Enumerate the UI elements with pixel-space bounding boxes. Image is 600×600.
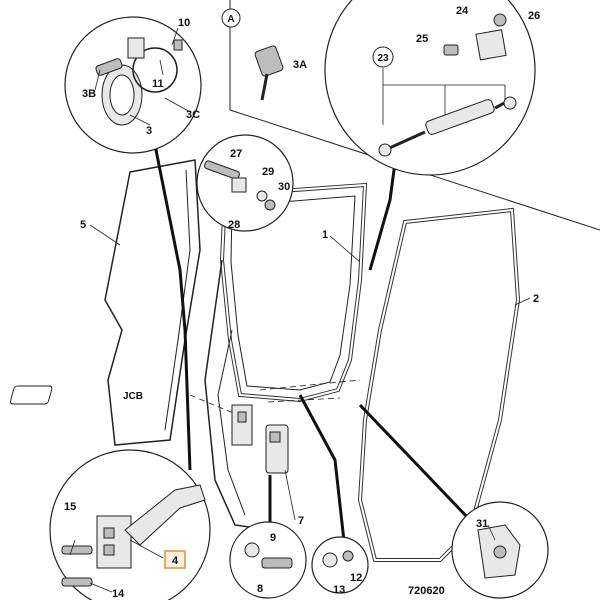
- label-12: 12: [350, 572, 362, 584]
- callout-bolt-washer: [229, 521, 307, 599]
- frame-latch-bracket: [231, 404, 253, 446]
- callout-latch: [451, 501, 549, 599]
- section-a-marker: A: [221, 8, 241, 28]
- label-3: 3: [146, 125, 152, 137]
- label-3b: 3B: [82, 88, 96, 100]
- label-9: 9: [270, 532, 276, 544]
- label-14: 14: [112, 588, 125, 600]
- svg-text:JCB: JCB: [123, 391, 143, 402]
- glass-logo-decal: JCB: [9, 385, 143, 405]
- label-4-highlight: 4: [164, 550, 186, 569]
- label-23-bubble: 23: [372, 46, 394, 68]
- label-3a: 3A: [293, 59, 307, 71]
- label-31: 31: [476, 518, 488, 530]
- label-5: 5: [80, 219, 86, 231]
- label-26: 26: [528, 10, 540, 22]
- label-28: 28: [228, 219, 240, 231]
- label-3c: 3C: [186, 109, 200, 121]
- label-4: 4: [172, 555, 179, 567]
- callout-interior-handle: [49, 449, 211, 600]
- label-1: 1: [322, 229, 328, 241]
- callout-gas-strut: [324, 0, 536, 176]
- section-a-label: A: [227, 14, 234, 25]
- label-29: 29: [262, 166, 274, 178]
- door-frame: [204, 182, 368, 531]
- label-25: 25: [416, 33, 428, 45]
- door-glass: JCB: [9, 159, 201, 446]
- label-13: 13: [333, 584, 345, 596]
- callout-door-handle: [64, 16, 202, 154]
- label-2: 2: [533, 293, 539, 305]
- label-24: 24: [456, 5, 469, 17]
- striker-plate: [265, 424, 289, 474]
- label-10: 10: [178, 17, 190, 29]
- label-7: 7: [298, 515, 304, 527]
- callout-nut-washer: [311, 536, 369, 594]
- label-8: 8: [257, 583, 263, 595]
- label-15: 15: [64, 501, 76, 513]
- figure-number: 720620: [408, 585, 445, 597]
- label-23: 23: [377, 53, 389, 64]
- door-seal: [357, 207, 521, 562]
- callout-key: [254, 45, 284, 101]
- callout-pin-clip: [196, 134, 294, 232]
- label-27: 27: [230, 148, 242, 160]
- label-11: 11: [152, 78, 164, 90]
- reference-dashed-lines: [189, 379, 361, 421]
- part-labels: 5 1 2 10 11 3B 3 3C 3A 24 26 25 23 27 29…: [64, 5, 540, 600]
- label-30: 30: [278, 181, 290, 193]
- leader-lines: [69, 27, 531, 593]
